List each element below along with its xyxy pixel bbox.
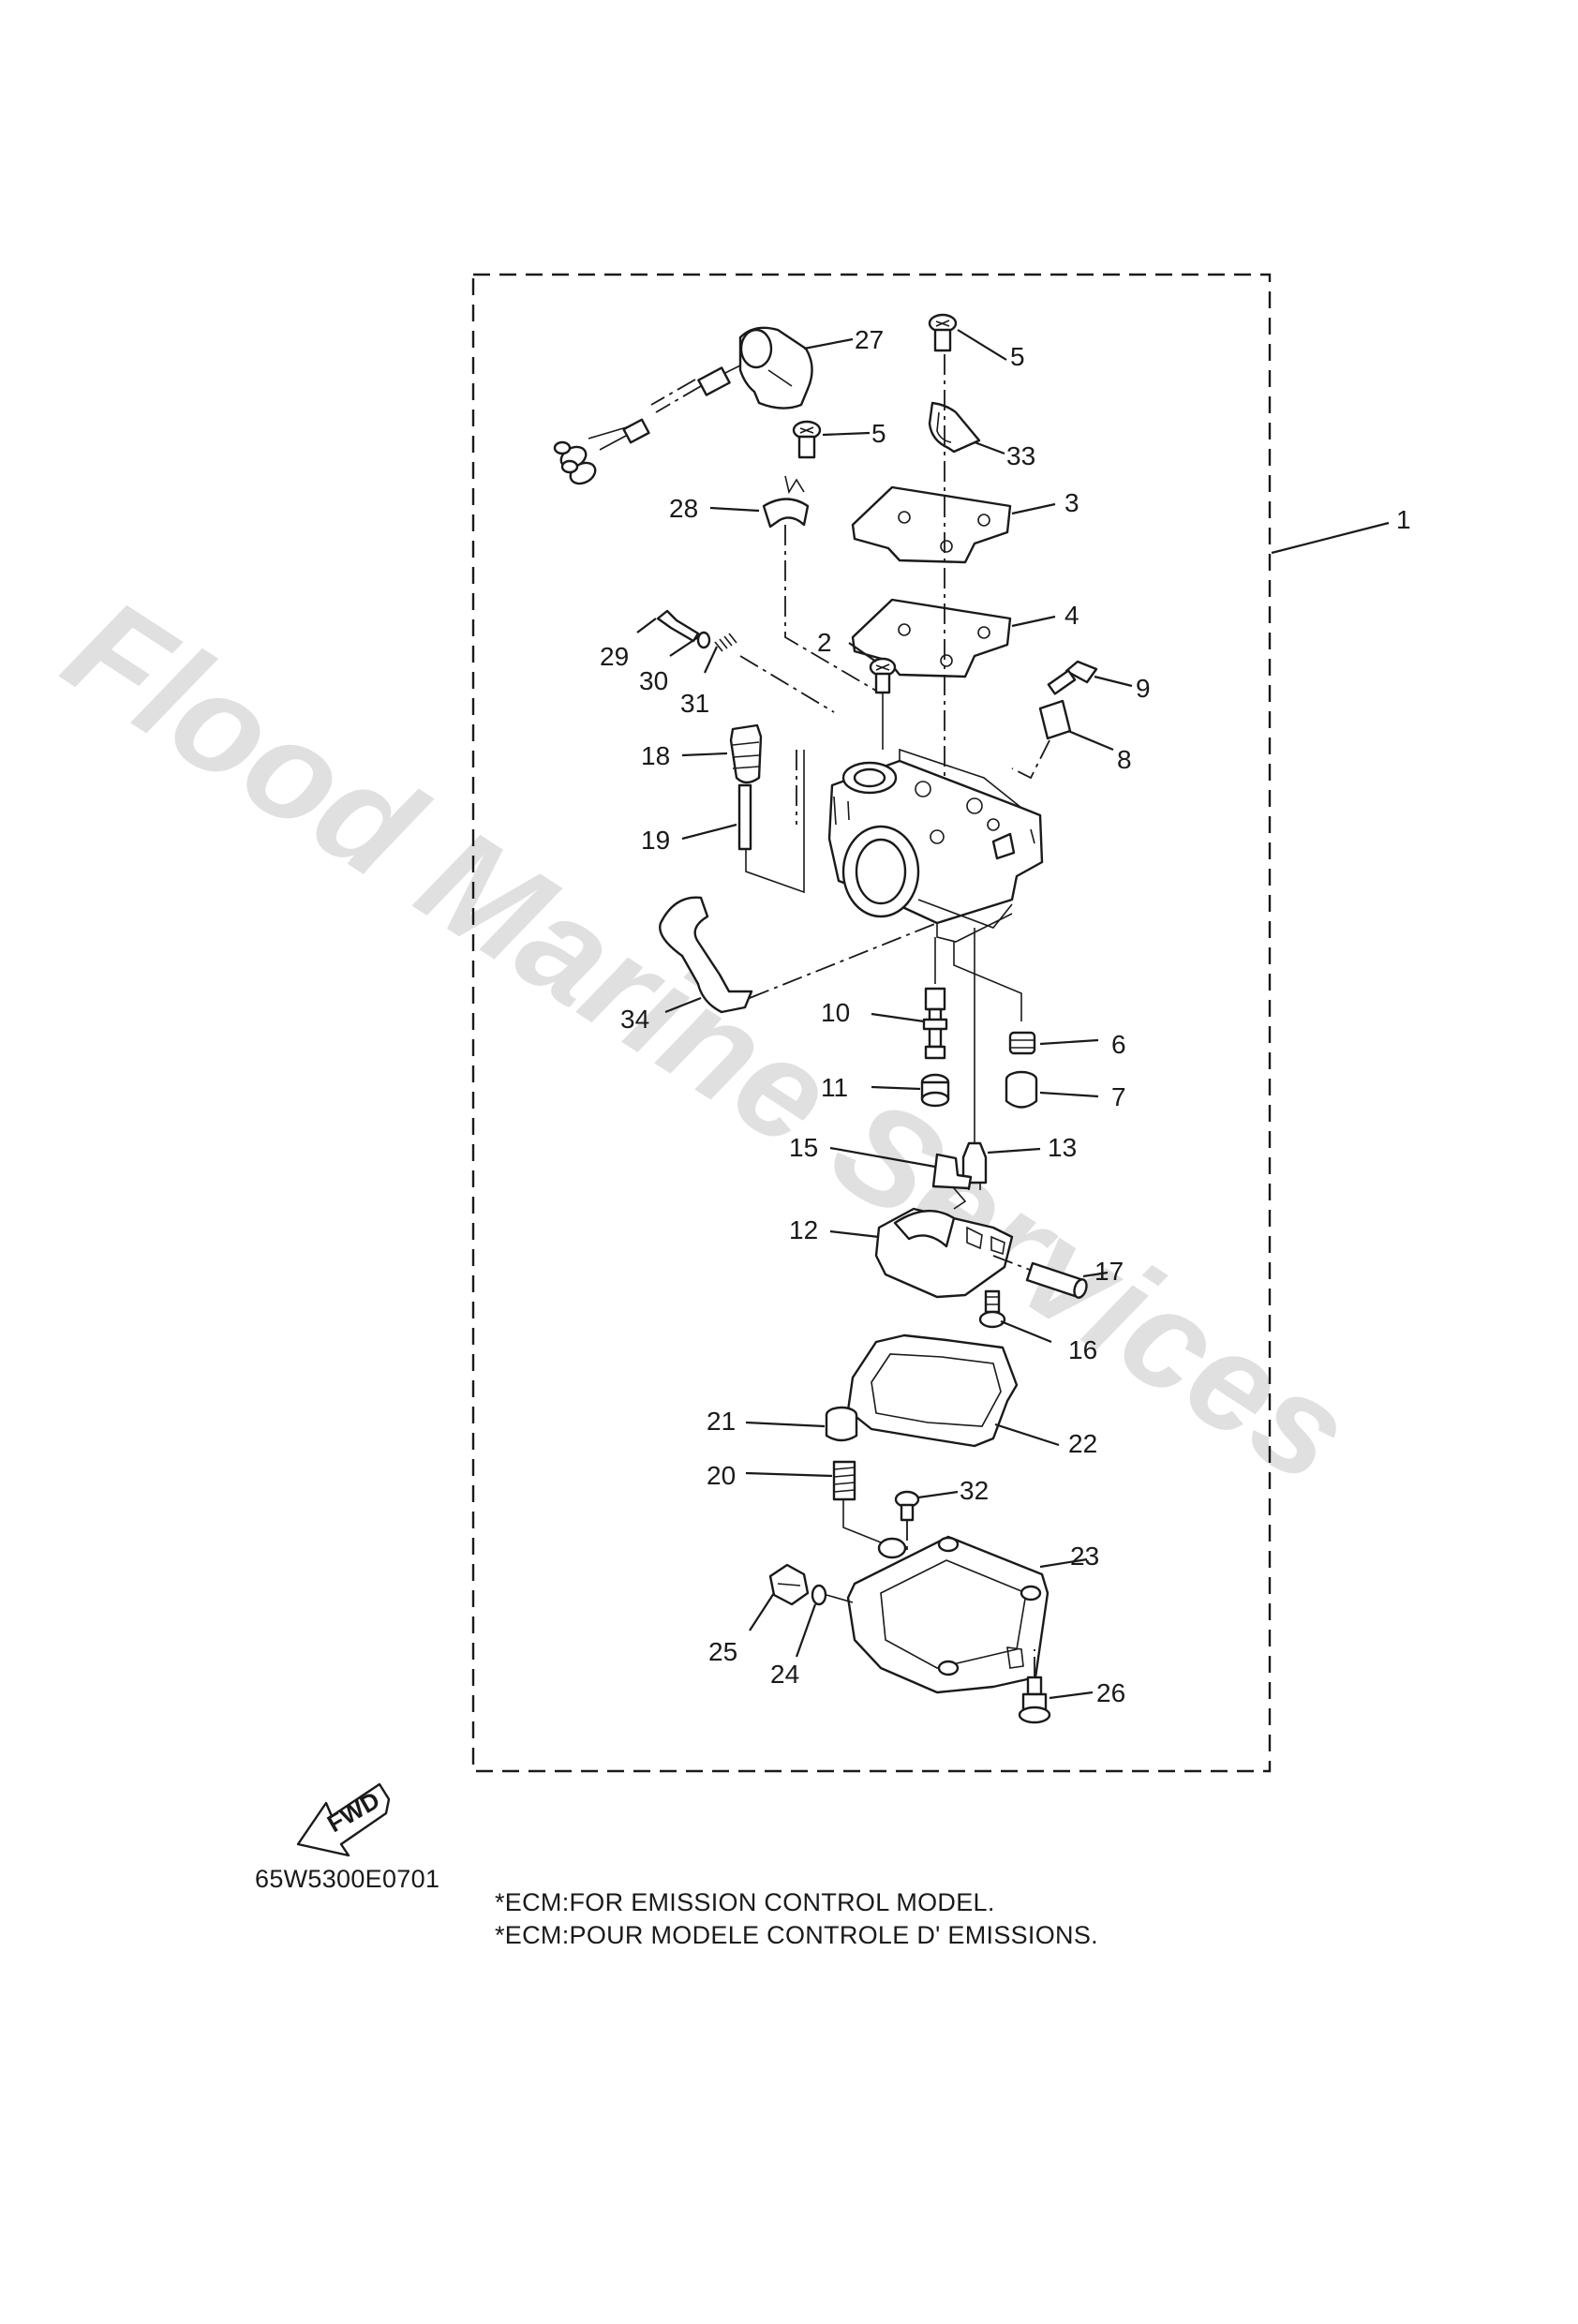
part-28-holder [762, 475, 810, 529]
part-20-spring [832, 1460, 856, 1501]
part-5-screw-lower [792, 420, 822, 459]
part-6-pilot-jet [1008, 1031, 1036, 1055]
part-17-float-pin [1025, 1261, 1088, 1299]
part-34-hose [659, 896, 753, 1014]
callout-22: 22 [1068, 1429, 1097, 1458]
part-11-main-jet [920, 1073, 950, 1108]
callout-15: 15 [789, 1133, 818, 1162]
part-10-main-nozzle [922, 987, 948, 1060]
part-33-clamp [928, 401, 981, 454]
callout-31: 31 [680, 689, 709, 718]
carburetor-body [827, 748, 1044, 943]
part-15-clip [931, 1153, 973, 1190]
callout-13: 13 [1048, 1133, 1077, 1162]
callout-20: 20 [707, 1461, 736, 1490]
callout-9: 9 [1136, 674, 1151, 703]
callout-labels: 27 5 5 33 28 3 1 4 2 29 30 31 9 8 18 19 … [600, 325, 1411, 1707]
callout-12: 12 [789, 1215, 818, 1244]
alignment-line-hose [749, 922, 938, 999]
callout-23: 23 [1070, 1542, 1099, 1571]
diagram-code: 65W5300E0701 [255, 1865, 440, 1893]
callout-29: 29 [600, 642, 629, 671]
callout-21: 21 [707, 1407, 736, 1436]
alignment-line-pilot-screw [739, 655, 835, 713]
callout-30: 30 [639, 666, 668, 695]
ecm-note-english: *ECM:FOR EMISSION CONTROL MODEL. [495, 1888, 995, 1916]
part-18-plunger [729, 723, 763, 784]
part-21-cap [825, 1406, 858, 1442]
alignment-line-clip [953, 1187, 967, 1210]
part-8-spring [1038, 699, 1072, 740]
callout-7: 7 [1111, 1082, 1126, 1111]
callout-2: 2 [817, 628, 832, 657]
part-29-pilot-screw [656, 609, 700, 643]
part-2-screw [869, 657, 897, 694]
assembly-frame [471, 273, 1272, 1773]
callout-1: 1 [1396, 505, 1411, 534]
callout-28: 28 [669, 494, 698, 523]
part-19-rod [737, 783, 752, 851]
callout-24: 24 [770, 1660, 799, 1689]
alignment-line-rod [745, 750, 805, 894]
callout-18: 18 [641, 741, 670, 770]
part-32-screw [894, 1490, 920, 1522]
callout-25: 25 [708, 1637, 737, 1666]
callout-33: 33 [1006, 441, 1035, 470]
callout-27: 27 [855, 325, 884, 354]
callout-6: 6 [1111, 1030, 1126, 1059]
callout-19: 19 [641, 826, 670, 855]
part-16-screw [978, 1289, 1006, 1329]
leader-lines [636, 329, 1390, 1700]
part-5-screw-upper [928, 313, 958, 352]
part-4-gasket [851, 598, 1012, 678]
part-27-enrichener [553, 326, 813, 485]
part-12-float [874, 1207, 1014, 1299]
callout-11: 11 [821, 1073, 848, 1102]
callout-8: 8 [1117, 745, 1132, 774]
alignment-line-spring-20 [842, 1499, 891, 1547]
alignment-line-throttle-screw [1011, 739, 1050, 780]
callout-16: 16 [1068, 1335, 1097, 1364]
part-24-washer [811, 1584, 827, 1606]
alignment-line-drain [826, 1594, 854, 1603]
callout-10: 10 [821, 998, 850, 1027]
callout-26: 26 [1096, 1678, 1125, 1707]
part-9-throttle-screw [1047, 660, 1098, 695]
callout-5-upper: 5 [1010, 342, 1025, 371]
part-7-plug [1005, 1070, 1038, 1109]
part-26-screw [1018, 1676, 1051, 1724]
callout-3: 3 [1064, 488, 1079, 517]
part-3-plate [851, 485, 1012, 564]
part-25-drain-screw [768, 1563, 810, 1606]
part-31-spring [714, 633, 737, 652]
part-23-float-chamber [846, 1535, 1050, 1694]
callout-5-lower: 5 [871, 419, 886, 448]
fwd-arrow-icon: FWD [296, 1782, 391, 1857]
ecm-note-french: *ECM:POUR MODELE CONTROLE D' EMISSIONS. [495, 1921, 1098, 1949]
part-22-gasket [846, 1333, 1019, 1448]
callout-17: 17 [1094, 1257, 1124, 1286]
alignment-line-float-pin [953, 942, 1022, 1021]
callout-34: 34 [620, 1005, 649, 1034]
alignment-line-holder [784, 525, 882, 694]
part-30-oring [696, 631, 711, 649]
callout-32: 32 [960, 1476, 989, 1505]
callout-4: 4 [1064, 601, 1079, 630]
